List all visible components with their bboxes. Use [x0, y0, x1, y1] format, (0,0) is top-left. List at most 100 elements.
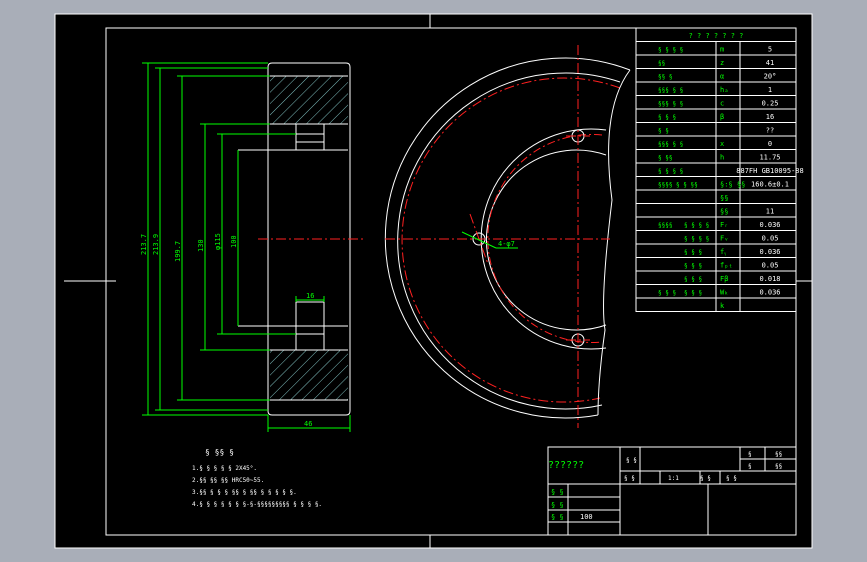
- title-block: ?????? § § § § 1:1 § § § § § §§ § §§ § §…: [547, 446, 797, 536]
- gear-table-param-name: § § § §: [658, 168, 684, 175]
- gear-table-symbol: β: [720, 113, 724, 121]
- gear-root-arc: [397, 72, 621, 410]
- gear-table-symbol: h: [720, 154, 724, 162]
- gear-table-symbol: §:§ §§: [720, 181, 745, 189]
- gear-table-symbol: Fᵣ: [720, 221, 728, 229]
- note-line-4: 4.§ § § § § § §-§-§§§§§§§§§ § § § §.: [192, 501, 322, 508]
- gear-table-value: 1: [768, 86, 772, 94]
- gear-table-param-name: §§§§ § § §§: [658, 182, 698, 189]
- gear-table-value: ??: [766, 127, 774, 135]
- gear-table-param-name: § § §: [658, 114, 676, 121]
- dim-inner-diameter: φ115: [214, 233, 222, 250]
- break-edge: [597, 69, 631, 416]
- gear-table-subparam: § § §: [684, 249, 702, 256]
- gear-table-symbol: m: [720, 46, 724, 54]
- gear-table-value: 160.6±0.1: [751, 181, 789, 189]
- gear-table-param-name: § §: [658, 128, 669, 135]
- section-view: 213.7 213.9 199.7 130 φ115 100 16 46: [140, 62, 365, 432]
- sheet-label-a: § §: [700, 475, 711, 482]
- right-mid-b: §§: [775, 463, 783, 470]
- dim-mid-diameter: 213.9: [152, 234, 160, 255]
- dim-outer-diameter: 213.7: [140, 234, 148, 255]
- gear-table-symbol: §§: [720, 194, 728, 202]
- drawing-name: ??????: [548, 460, 584, 471]
- quantity-value: 100: [580, 513, 593, 521]
- gear-table-symbol: α: [720, 73, 724, 81]
- dim-bore-diameter: 100: [230, 235, 238, 248]
- gear-table-value: 0.036: [759, 289, 780, 297]
- ratio-value: 1:1: [668, 475, 679, 482]
- gear-table-param-name: §§§ § §: [658, 141, 684, 148]
- gear-table-value: 0.05: [762, 235, 779, 243]
- right-top-b: §§: [775, 451, 783, 458]
- note-line-3: 3.§§ § § § §§ § §§ § § § § §.: [192, 489, 297, 496]
- gear-table-symbol: Fβ: [720, 275, 728, 283]
- gear-table-param-name: §§§ § §: [658, 101, 684, 108]
- gear-section-outline: [267, 62, 351, 416]
- gear-table-symbol: hₐ: [720, 86, 728, 94]
- gear-outer-arc: [384, 57, 631, 419]
- centering-marks: [64, 14, 812, 548]
- gear-table-value: 16: [766, 113, 774, 121]
- gear-table-param-name: § § §: [658, 290, 676, 297]
- drawing-sheet: [54, 13, 813, 549]
- dim-face-width: 46: [304, 420, 312, 428]
- gear-table-value: 0.018: [759, 275, 780, 283]
- gear-table-subparam: § § §: [684, 276, 702, 283]
- gear-table-subparam: § § § §: [684, 222, 710, 229]
- note-line-2: 2.§§ §§ §§ HRC50~55.: [192, 477, 264, 484]
- gear-table-symbol: fᵧ: [720, 248, 726, 256]
- gear-table-param-name: §§§§: [658, 222, 673, 229]
- gear-table-value: 11.75: [759, 154, 780, 162]
- gear-table-subparam: § § §: [684, 263, 702, 270]
- gear-table-title: ? ? ? ? ? ? ?: [689, 32, 744, 40]
- sheet-label-b: § §: [726, 475, 737, 482]
- gear-table-value: 41: [766, 59, 774, 67]
- gear-table-value: 887FH GB10095-88: [736, 167, 803, 175]
- notes-title: § §§ §: [205, 448, 234, 457]
- gear-table-value: 0.05: [762, 262, 779, 270]
- pitch-circle: [401, 77, 621, 403]
- gear-table-symbol: x: [720, 140, 724, 148]
- gear-table-param-name: §§§ § §: [658, 87, 684, 94]
- gear-table-param-name: § §§: [658, 155, 673, 162]
- hole-callout: 4-φ7: [498, 240, 515, 248]
- right-top-a: §: [748, 451, 752, 458]
- gear-table-subparam: § § § §: [684, 236, 710, 243]
- checker-label: § §: [551, 501, 564, 509]
- gear-table-value: 11: [766, 208, 774, 216]
- gear-table-symbol: Fᵥ: [720, 235, 728, 243]
- gear-table-value: 0.036: [759, 248, 780, 256]
- hatch-bottom-rim: [270, 350, 348, 400]
- approver-label: § §: [551, 513, 564, 521]
- bore-arc: [485, 149, 607, 331]
- gear-table-value: 0: [768, 140, 772, 148]
- gear-table-symbol: z: [720, 59, 724, 67]
- ratio-label: § §: [626, 457, 637, 464]
- gear-table-symbol: §§: [720, 208, 728, 216]
- gear-table-value: 0.25: [762, 100, 779, 108]
- hatch-top-rim: [270, 76, 348, 124]
- designer-label: § §: [551, 488, 564, 496]
- gear-table-value: 5: [768, 46, 772, 54]
- gear-table-symbol: Wₖ: [720, 289, 728, 297]
- hole-circle: [487, 134, 603, 343]
- gear-table-subparam: § § §: [684, 290, 702, 297]
- gear-table-param-name: §§: [658, 60, 666, 67]
- end-view: 4-φ7: [384, 45, 631, 428]
- technical-notes: § §§ § 1.§ § § § § 2X45°. 2.§§ §§ §§ HRC…: [192, 448, 322, 508]
- note-line-1: 1.§ § § § § 2X45°.: [192, 465, 257, 472]
- gear-table-value: 20°: [764, 73, 777, 81]
- right-mid-a: §: [748, 463, 752, 470]
- dim-groove-width: 16: [306, 292, 314, 300]
- dim-groove-diameter: 130: [197, 239, 205, 252]
- gear-table-symbol: fₚₜ: [720, 262, 733, 270]
- dim-rim-diameter: 199.7: [174, 241, 182, 262]
- gear-table-symbol: c: [720, 100, 724, 108]
- gear-table-symbol: k: [720, 302, 725, 310]
- gear-table-value: 0.036: [759, 221, 780, 229]
- gear-table-param-name: §§ §: [658, 74, 673, 81]
- gear-table-param-name: § § § §: [658, 47, 684, 54]
